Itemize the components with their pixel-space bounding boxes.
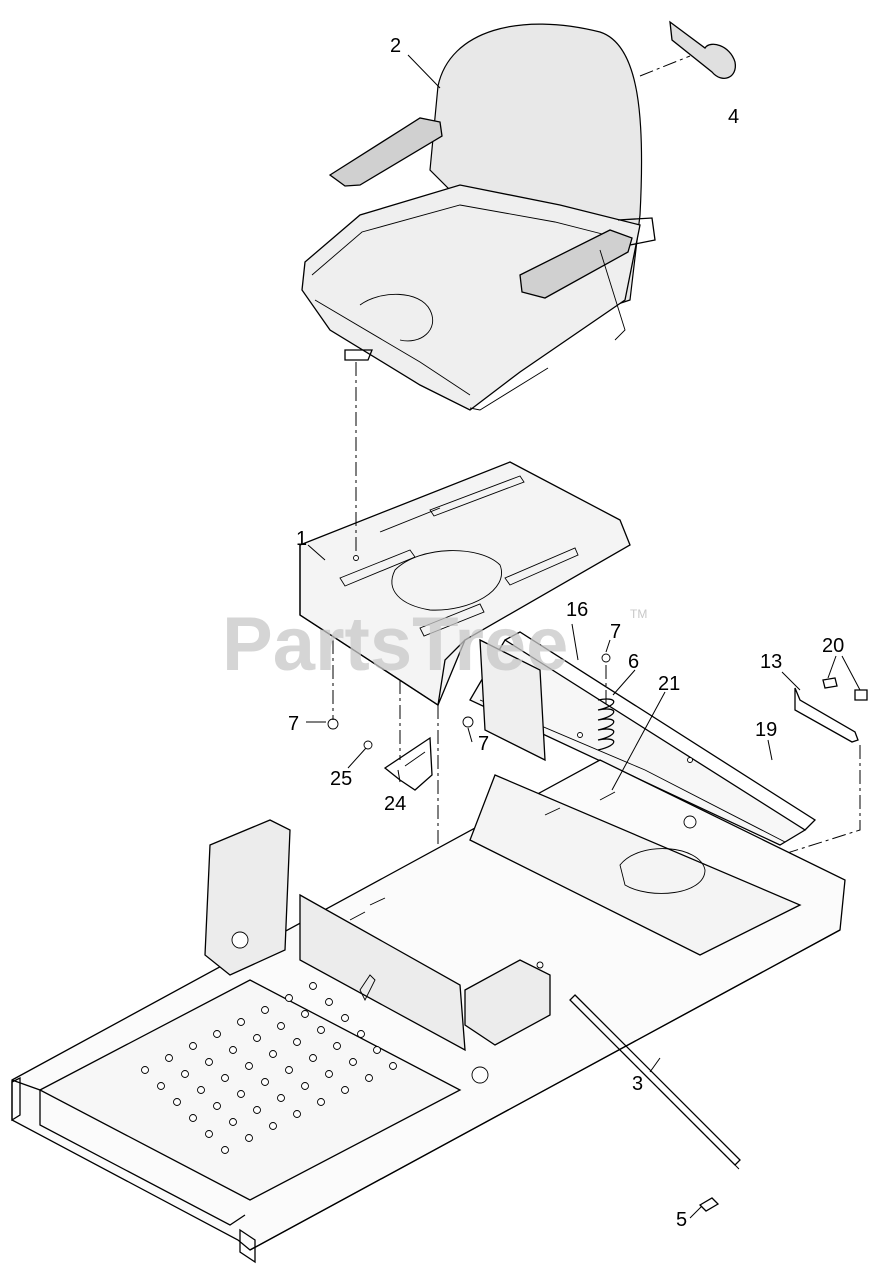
footplate-hole [269, 1050, 277, 1058]
footplate-hole [269, 1122, 277, 1130]
callout-13: 13 [760, 651, 782, 673]
footplate-hole [245, 1134, 253, 1142]
footplate-hole [365, 1074, 373, 1082]
footplate-hole [373, 1046, 381, 1054]
footplate-hole [261, 1078, 269, 1086]
callout-24: 24 [384, 793, 406, 815]
footplate-hole [221, 1146, 229, 1154]
callout-7-top: 7 [610, 621, 621, 643]
footplate-hole [253, 1106, 261, 1114]
watermark-text: PartsTree [222, 602, 568, 687]
footplate-hole [341, 1014, 349, 1022]
footplate-hole [285, 994, 293, 1002]
callout-7-left: 7 [288, 713, 299, 735]
footplate-hole [301, 1010, 309, 1018]
seat-part-2[interactable] [301, 23, 656, 411]
footplate-hole [317, 1098, 325, 1106]
watermark-trademark: TM [630, 607, 647, 621]
footplate-hole [301, 1082, 309, 1090]
footplate-hole [165, 1054, 173, 1062]
leader-lines [306, 54, 861, 1219]
callout-20: 20 [822, 635, 844, 657]
callout-3: 3 [632, 1073, 643, 1095]
footplate-hole [205, 1058, 213, 1066]
footplate-hole [389, 1062, 397, 1070]
frame[interactable] [11, 638, 846, 1264]
footplate-hole [349, 1058, 357, 1066]
callout-2: 2 [390, 35, 401, 57]
footplate-hole [213, 1030, 221, 1038]
footplate-hole [205, 1130, 213, 1138]
footplate-hole [173, 1098, 181, 1106]
footplate-hole [325, 1070, 333, 1078]
rod-part-3[interactable] [569, 994, 741, 1212]
footplate-hole [213, 1102, 221, 1110]
footplate-hole [357, 1030, 365, 1038]
callout-1: 1 [296, 528, 307, 550]
footplate-hole [293, 1110, 301, 1118]
callout-16: 16 [566, 599, 588, 621]
footplate-hole [333, 1042, 341, 1050]
footplate-hole [157, 1082, 165, 1090]
callout-19: 19 [755, 719, 777, 741]
footplate-hole [253, 1034, 261, 1042]
footplate-hole [309, 1054, 317, 1062]
callout-21: 21 [658, 673, 680, 695]
footplate-holes [141, 982, 397, 1154]
footplate-hole [277, 1094, 285, 1102]
footplate-hole [245, 1062, 253, 1070]
footplate-hole [181, 1070, 189, 1078]
footplate-hole [229, 1118, 237, 1126]
latch-part-24[interactable] [363, 736, 433, 791]
knob-part-4[interactable] [639, 20, 736, 79]
watermark: PartsTree TM [222, 602, 647, 687]
footplate-hole [341, 1086, 349, 1094]
callout-7-right: 7 [478, 733, 489, 755]
footplate-hole [293, 1038, 301, 1046]
callout-4: 4 [728, 106, 739, 128]
footplate-hole [309, 982, 317, 990]
footplate-hole [261, 1006, 269, 1014]
footplate-hole [229, 1046, 237, 1054]
callout-6: 6 [628, 651, 639, 673]
footplate-hole [141, 1066, 149, 1074]
callout-25: 25 [330, 768, 352, 790]
bracket-part-13[interactable] [794, 677, 868, 743]
callout-labels: 2 4 1 16 7 6 21 19 13 20 7 7 25 24 3 5 [288, 35, 844, 1231]
footplate-hole [285, 1066, 293, 1074]
footplate-hole [237, 1090, 245, 1098]
footplate-hole [237, 1018, 245, 1026]
callout-5: 5 [676, 1209, 687, 1231]
footplate-hole [189, 1114, 197, 1122]
footplate-hole [317, 1026, 325, 1034]
footplate-hole [325, 998, 333, 1006]
footplate-hole [221, 1074, 229, 1082]
footplate-hole [189, 1042, 197, 1050]
spring-part-6[interactable] [597, 653, 615, 751]
footplate-hole [277, 1022, 285, 1030]
footplate-hole [197, 1086, 205, 1094]
seat-plate-part-1[interactable] [299, 461, 631, 730]
